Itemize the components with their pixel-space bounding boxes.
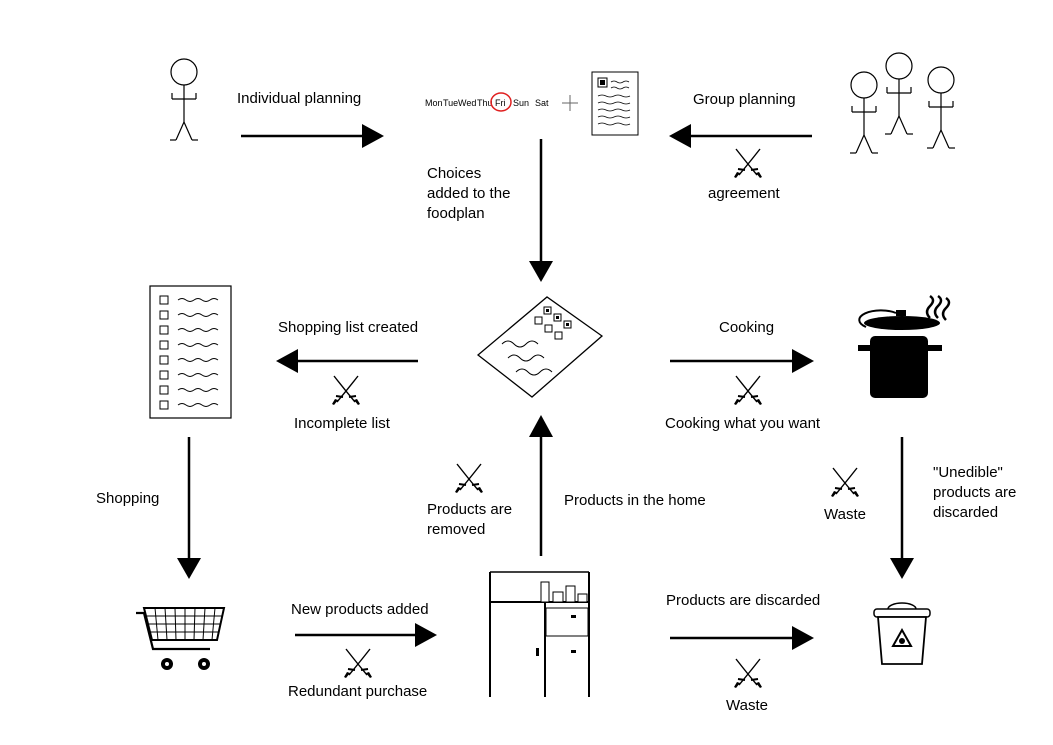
arrow-foodplan-to-list bbox=[276, 349, 418, 373]
crossed-swords-icon bbox=[454, 463, 484, 494]
waste-bottom-label: Waste bbox=[726, 697, 768, 714]
arrow-fridge-to-foodplan bbox=[529, 415, 553, 556]
choices-added-label: Choices added to the foodplan bbox=[427, 165, 511, 222]
incomplete-list-label: Incomplete list bbox=[294, 415, 391, 432]
calendar-day: Sun bbox=[513, 98, 529, 108]
group-planning-label: Group planning bbox=[693, 91, 796, 108]
arrow-group-to-plan bbox=[669, 124, 812, 148]
arrow-fridge-to-bin bbox=[670, 626, 814, 650]
waste-right-label: Waste bbox=[824, 506, 866, 523]
products-discarded-label: Products are discarded bbox=[666, 592, 820, 609]
cooking-what-you-want-label: Cooking what you want bbox=[665, 415, 821, 432]
calendar-day: Thu bbox=[477, 98, 493, 108]
recycle-bin-icon bbox=[873, 602, 931, 665]
arrow-list-to-cart bbox=[177, 437, 201, 579]
crossed-swords-icon bbox=[733, 658, 763, 689]
redundant-purchase-label: Redundant purchase bbox=[288, 683, 427, 700]
calendar-day: Wed bbox=[458, 98, 476, 108]
arrow-foodplan-to-pot bbox=[670, 349, 814, 373]
cooking-label: Cooking bbox=[719, 319, 774, 336]
shopping-cart-icon bbox=[136, 607, 226, 670]
products-in-home-label: Products in the home bbox=[564, 492, 706, 509]
individual-planning-label: Individual planning bbox=[237, 90, 361, 107]
shopping-label: Shopping bbox=[96, 490, 159, 507]
calendar-icon: Mon Tue Wed Thu Fri Sun Sat bbox=[425, 92, 549, 112]
calendar-day: Sat bbox=[535, 98, 549, 108]
arrow-pot-to-bin bbox=[890, 437, 914, 579]
crossed-swords-icon bbox=[733, 148, 763, 179]
crossed-swords-icon bbox=[343, 648, 373, 679]
shopping-list-icon bbox=[149, 285, 232, 419]
cooking-pot-icon bbox=[858, 294, 951, 398]
group-icon bbox=[849, 52, 956, 154]
arrow-individual-to-plan bbox=[241, 124, 384, 148]
calendar-day: Fri bbox=[495, 98, 506, 108]
foodplan-icon bbox=[476, 296, 604, 398]
shopping-list-created-label: Shopping list created bbox=[278, 319, 418, 336]
person-icon bbox=[169, 58, 199, 141]
calendar-day: Mon bbox=[425, 98, 443, 108]
agreement-label: agreement bbox=[708, 185, 781, 202]
arrow-cart-to-fridge bbox=[295, 623, 437, 647]
fridge-icon bbox=[489, 571, 590, 697]
plus-icon bbox=[562, 95, 578, 111]
new-products-added-label: New products added bbox=[291, 601, 429, 618]
crossed-swords-icon bbox=[733, 375, 763, 406]
highlight-circle bbox=[490, 92, 512, 112]
crossed-swords-icon bbox=[331, 375, 361, 406]
recipe-card-icon bbox=[591, 71, 639, 136]
unedible-discarded-label: "Unedible" products are discarded bbox=[933, 464, 1017, 521]
crossed-swords-icon bbox=[830, 467, 860, 498]
products-removed-label: Products are removed bbox=[427, 501, 513, 538]
arrow-plan-to-foodplan bbox=[529, 139, 553, 282]
calendar-day: Tue bbox=[443, 98, 458, 108]
